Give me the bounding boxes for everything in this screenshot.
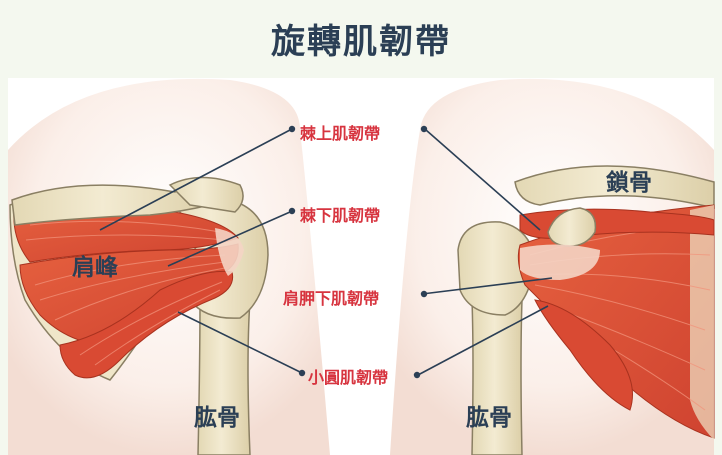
label-humerus-left: 肱骨 [194, 398, 240, 432]
right-scapula-edge [690, 205, 714, 440]
label-clavicle: 鎖骨 [606, 163, 652, 197]
diagram-title: 旋轉肌韌帶 [0, 14, 722, 63]
label-acromion: 肩峰 [72, 248, 118, 282]
label-teres-minor: 小圓肌韌帶 [308, 364, 388, 388]
label-humerus-right: 肱骨 [466, 398, 512, 432]
label-infraspinatus: 棘下肌韌帶 [300, 202, 380, 226]
label-subscapularis: 肩胛下肌韌帶 [283, 285, 379, 309]
label-supraspinatus: 棘上肌韌帶 [300, 120, 380, 144]
